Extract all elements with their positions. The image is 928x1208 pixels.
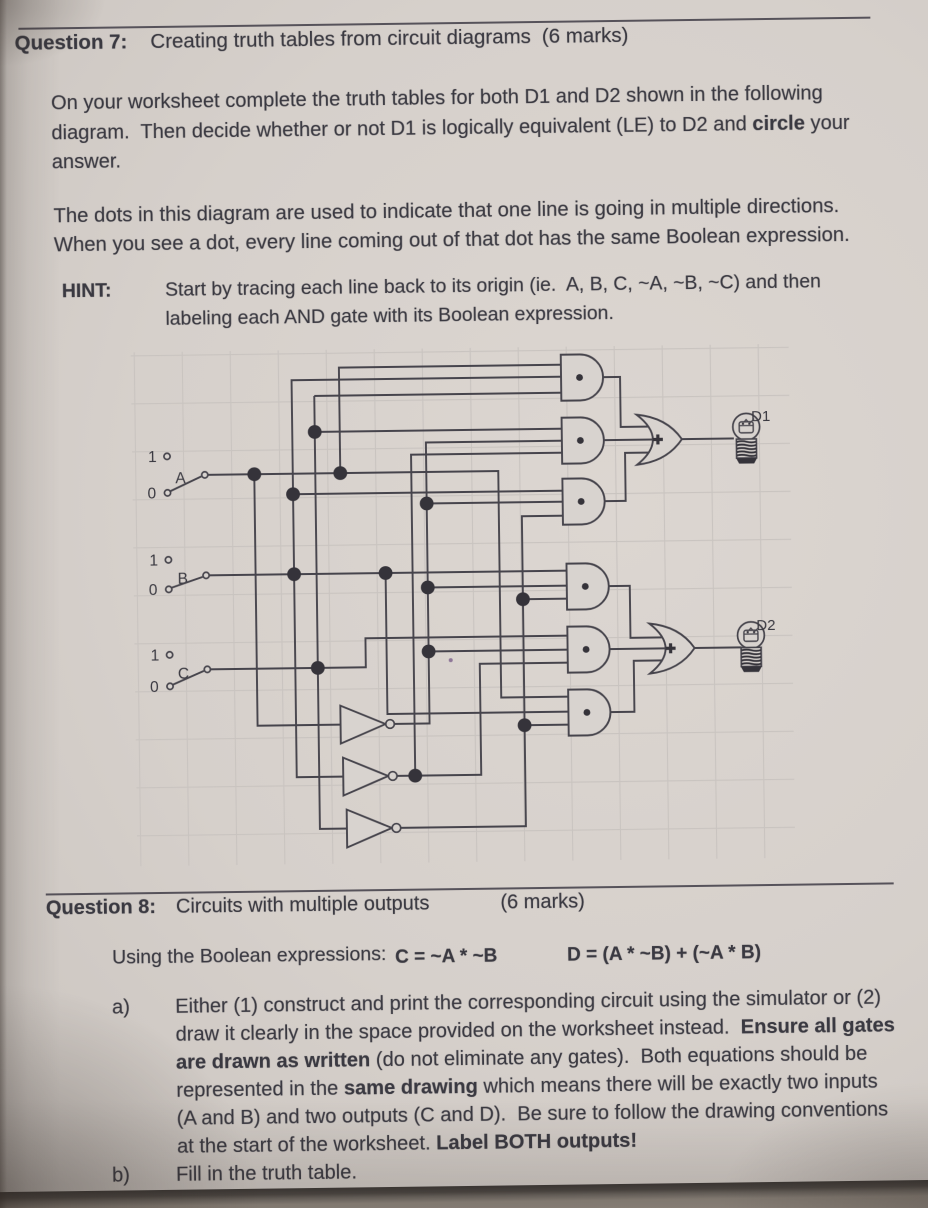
svg-text:0: 0 [149, 582, 158, 599]
svg-text:1: 1 [149, 553, 158, 570]
svg-text:D2: D2 [756, 617, 775, 634]
svg-text:1: 1 [151, 647, 160, 664]
svg-text:0: 0 [147, 486, 156, 503]
svg-text:D1: D1 [751, 408, 770, 425]
svg-text:1: 1 [148, 449, 157, 466]
svg-text:0: 0 [150, 679, 159, 696]
